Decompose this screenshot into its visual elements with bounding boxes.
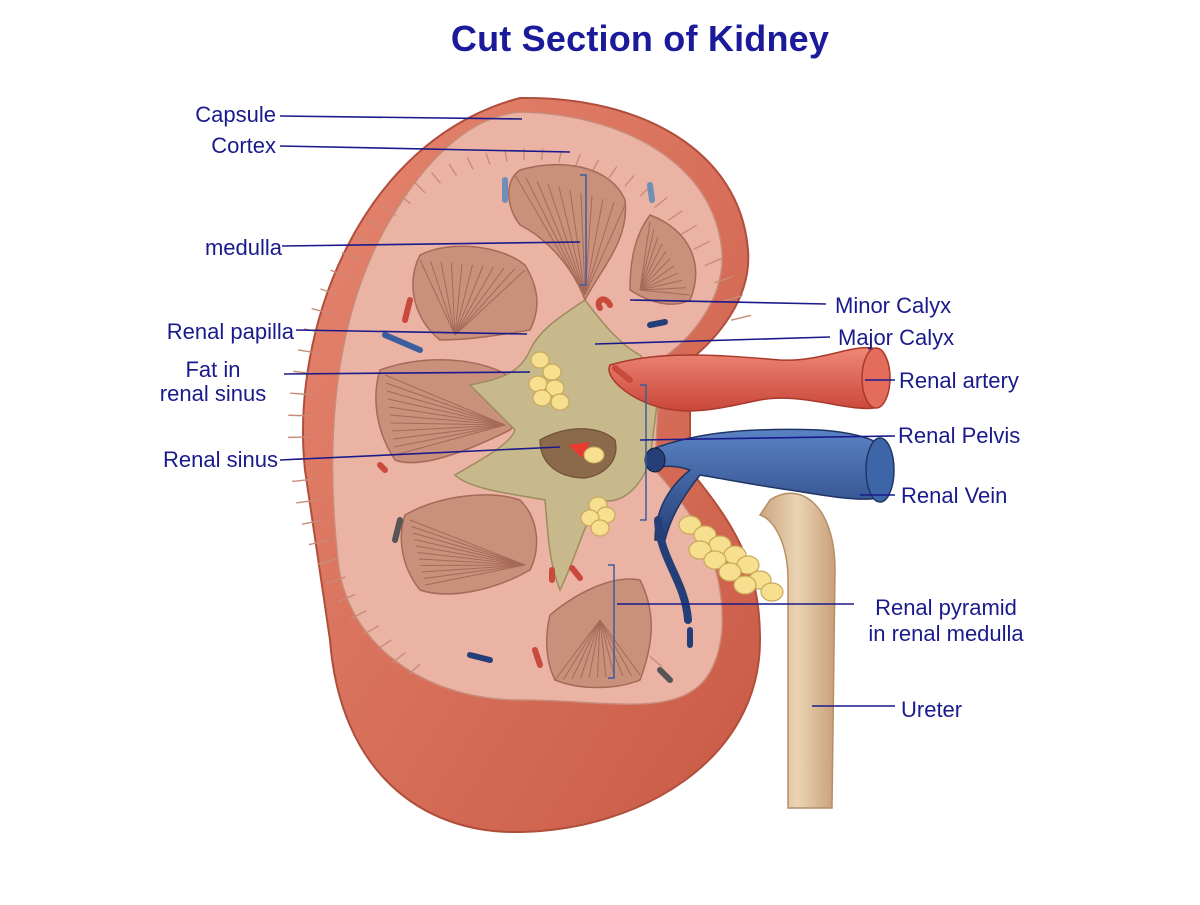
page-title: Cut Section of Kidney bbox=[0, 18, 1200, 60]
label-ureter: Ureter bbox=[901, 698, 962, 722]
label-major-calyx: Major Calyx bbox=[838, 326, 954, 350]
label-renal-papilla: Renal papilla bbox=[100, 320, 294, 344]
sinus-yellow-fat bbox=[584, 447, 604, 463]
ureter bbox=[760, 493, 835, 808]
label-pyramid-line2: in renal medulla bbox=[850, 622, 1042, 646]
label-pyramid-line1: Renal pyramid bbox=[850, 596, 1042, 620]
label-fat-line1: Fat in bbox=[130, 358, 296, 382]
label-renal-pelvis: Renal Pelvis bbox=[898, 424, 1020, 448]
label-fat-line2: renal sinus bbox=[130, 382, 296, 406]
label-renal-vein: Renal Vein bbox=[901, 484, 1007, 508]
label-renal-sinus: Renal sinus bbox=[100, 448, 278, 472]
label-minor-calyx: Minor Calyx bbox=[835, 294, 951, 318]
renal-artery bbox=[609, 348, 887, 411]
label-medulla: medulla bbox=[120, 236, 282, 260]
renal-vein-end bbox=[866, 438, 894, 502]
renal-artery-end bbox=[862, 348, 890, 408]
label-cortex: Cortex bbox=[140, 134, 276, 158]
vein-opening bbox=[645, 448, 665, 472]
label-capsule: Capsule bbox=[140, 103, 276, 127]
label-renal-artery: Renal artery bbox=[899, 369, 1019, 393]
